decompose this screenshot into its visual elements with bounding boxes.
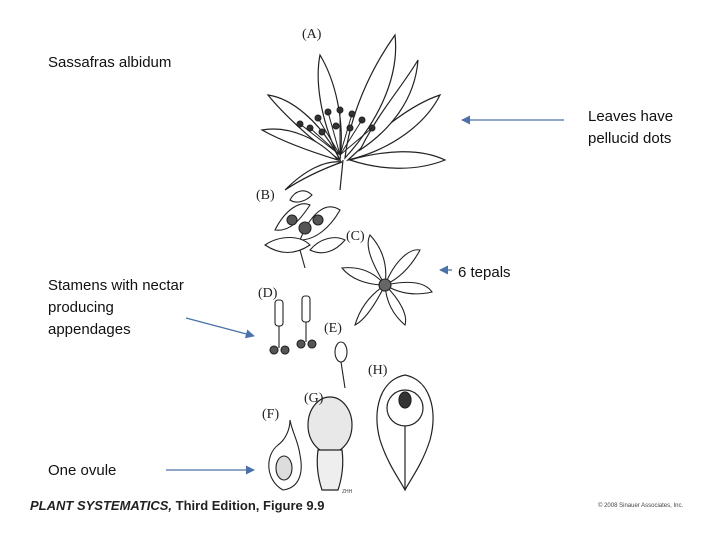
tepals-label: 6 tepals xyxy=(458,264,511,281)
fruit-drawing xyxy=(307,396,353,491)
pistil-drawing xyxy=(334,341,348,389)
figure-caption-book: PLANT SYSTEMATICS, xyxy=(30,498,173,513)
leafy-branch-drawing xyxy=(260,33,447,191)
species-label: Sassafras albidum xyxy=(48,54,172,71)
ovule-drawing xyxy=(268,419,302,491)
open-flower-drawing xyxy=(340,234,433,327)
stamens-label: Stamens with nectar producing appendages xyxy=(48,275,184,341)
stamens-drawing xyxy=(269,295,317,355)
figure-caption-rest: Third Edition, Figure 9.9 xyxy=(172,498,325,513)
stamens-label-line2: producing xyxy=(48,299,114,316)
artist-mark: ZHH xyxy=(342,489,353,495)
inflorescence-drawing xyxy=(264,190,346,269)
stamens-arrow xyxy=(185,317,255,339)
part-letter-c: (C) xyxy=(346,229,365,244)
leaves-label-line2: pellucid dots xyxy=(588,130,672,147)
part-letter-e: (E) xyxy=(324,321,342,336)
part-letter-f: (F) xyxy=(262,407,279,422)
figure-caption: PLANT SYSTEMATICS, Third Edition, Figure… xyxy=(30,498,324,513)
flower-stalks-drawing xyxy=(299,110,373,156)
part-letter-g: (G) xyxy=(304,391,324,406)
leaves-label-line1: Leaves have xyxy=(588,108,674,125)
stamens-label-line1: Stamens with nectar xyxy=(48,277,184,294)
seed-section-drawing xyxy=(376,374,434,492)
copyright-notice: © 2008 Sinauer Associates, Inc. xyxy=(598,503,684,509)
leaves-label: Leaves have pellucid dots xyxy=(588,106,673,150)
part-letter-b: (B) xyxy=(256,188,275,203)
part-letter-h: (H) xyxy=(368,363,388,378)
ovule-label: One ovule xyxy=(48,462,117,479)
part-letter-a: (A) xyxy=(302,27,322,42)
part-letter-d: (D) xyxy=(258,286,278,301)
stamens-label-line3: appendages xyxy=(48,321,131,338)
